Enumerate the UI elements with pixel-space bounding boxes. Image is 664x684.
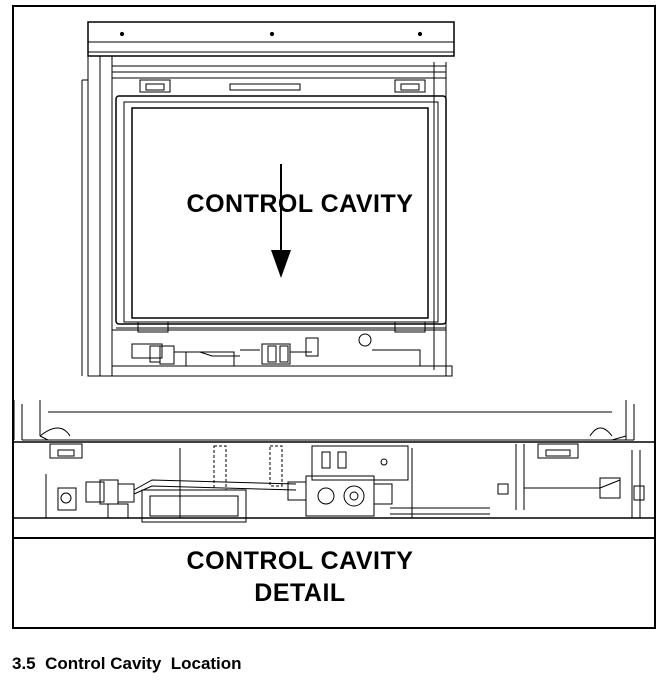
detail-label-line2: DETAIL [254, 579, 346, 607]
control-cavity-label: CONTROL CAVITY [186, 190, 414, 218]
figure-caption: 3.5 Control Cavity Location [12, 654, 242, 674]
caption-text: Control Cavity Location [45, 654, 242, 673]
detail-label-box [12, 537, 656, 629]
detail-view [13, 400, 655, 523]
front-view-controls [131, 333, 421, 367]
outer-frame [12, 5, 656, 629]
down-arrow-icon [271, 164, 291, 278]
fireplace-front-view [81, 21, 455, 377]
detail-label-line1: CONTROL CAVITY [186, 547, 414, 575]
caption-number: 3.5 [12, 654, 36, 673]
